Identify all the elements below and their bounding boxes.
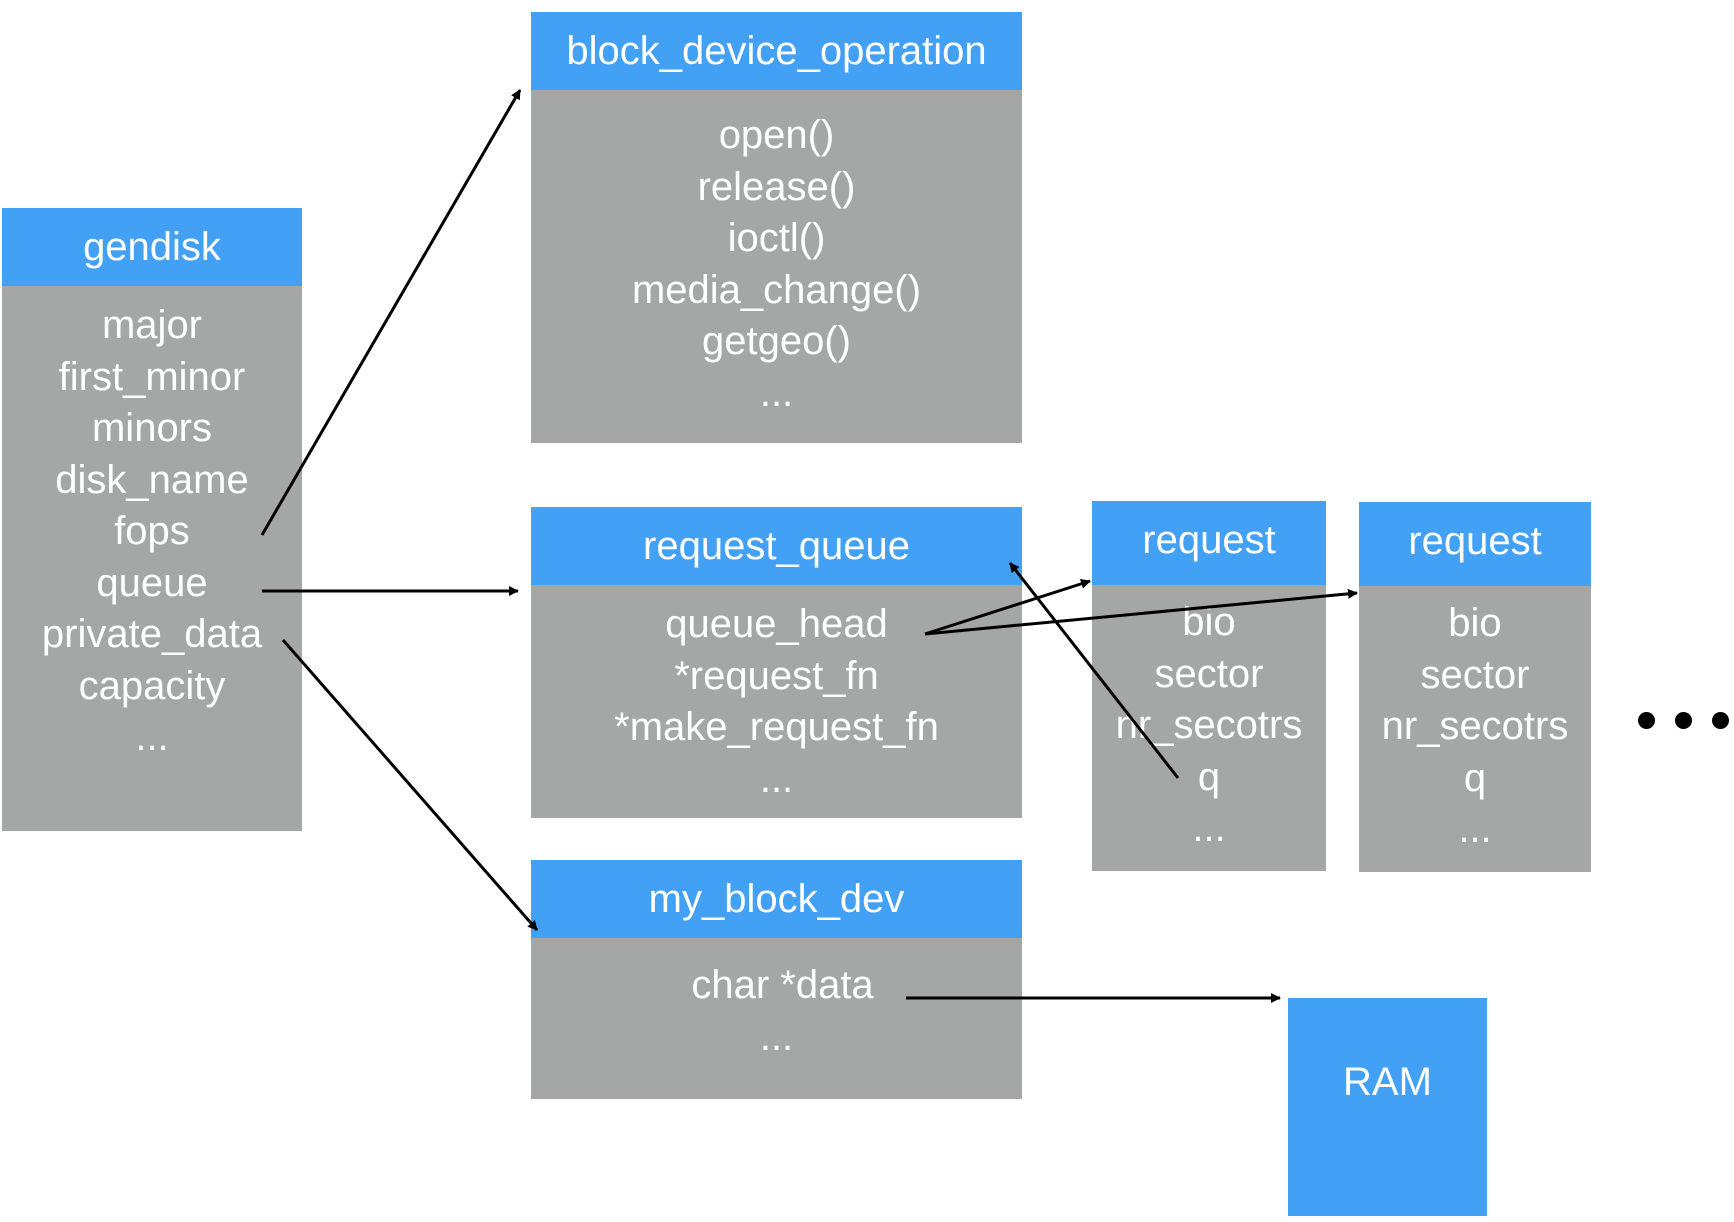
req1-field-nr-secotrs: nr_secotrs (1115, 703, 1303, 747)
request-2-fields: bio sector nr_secotrs q ... (1359, 586, 1591, 856)
gendisk-field-major: major (101, 303, 203, 347)
request-box-2: request bio sector nr_secotrs q ... (1359, 502, 1591, 872)
request-1-fields: bio sector nr_secotrs q ... (1092, 585, 1326, 855)
gendisk-field-disk-name: disk_name (55, 457, 249, 502)
arrow-private-data-to-my-block-dev (281, 639, 539, 931)
bdo-field-open: open() (718, 113, 835, 157)
bdo-field-ellipsis: ... (759, 370, 794, 415)
req2-field-bio: bio (1448, 601, 1502, 645)
bdo-field-release: release() (697, 164, 856, 209)
block-device-operation-box: block_device_operation open() release() … (531, 12, 1022, 443)
req1-field-bio: bio (1182, 600, 1236, 644)
ellipsis-dot-2 (1675, 712, 1692, 729)
rq-field-make-request-fn: *make_request_fn (614, 705, 939, 749)
req1-field-ellipsis: ... (1192, 806, 1226, 850)
req2-field-q: q (1463, 755, 1487, 800)
ellipsis-dot-3 (1712, 712, 1729, 729)
my-block-dev-title: my_block_dev (531, 860, 1022, 938)
ellipsis-dot-1 (1638, 712, 1655, 729)
gendisk-field-ellipsis: ... (135, 715, 169, 759)
ram-label: RAM (1343, 1060, 1432, 1104)
bdo-field-getgeo: getgeo() (702, 319, 851, 363)
gendisk-field-fops: fops (114, 509, 190, 553)
bdo-field-media-change: media_change() (631, 267, 922, 312)
request-queue-box: request_queue queue_head *request_fn *ma… (531, 507, 1022, 818)
gendisk-field-capacity: capacity (78, 663, 226, 708)
gendisk-field-minors: minors (91, 406, 213, 450)
request-2-title: request (1359, 502, 1591, 586)
gendisk-field-queue: queue (96, 560, 208, 605)
req1-field-sector: sector (1154, 651, 1264, 696)
request-box-1: request bio sector nr_secotrs q ... (1092, 501, 1326, 871)
rq-field-request-fn: *request_fn (674, 653, 879, 698)
rq-field-ellipsis: ... (759, 756, 794, 801)
gendisk-field-private-data: private_data (41, 612, 263, 656)
request-queue-title: request_queue (531, 507, 1022, 585)
gendisk-title: gendisk (2, 208, 302, 286)
gendisk-fields: major first_minor minors disk_name fops … (2, 286, 302, 764)
my-block-dev-fields: char *data ... (531, 938, 1022, 1063)
gendisk-box: gendisk major first_minor minors disk_na… (2, 208, 302, 831)
more-requests-ellipsis (1638, 712, 1729, 729)
my-block-dev-box: my_block_dev char *data ... (531, 860, 1022, 1099)
req2-field-sector: sector (1420, 652, 1530, 697)
rq-field-queue-head: queue_head (665, 602, 888, 646)
mbd-field-char-data: char *data (691, 963, 874, 1007)
req2-field-nr-secotrs: nr_secotrs (1381, 704, 1569, 748)
mbd-field-ellipsis: ... (759, 1014, 794, 1059)
block-device-operation-title: block_device_operation (531, 12, 1022, 90)
req1-field-q: q (1197, 754, 1221, 799)
ram-box: RAM (1288, 998, 1487, 1216)
block-device-operation-fields: open() release() ioctl() media_change() … (531, 90, 1022, 419)
request-1-title: request (1092, 501, 1326, 585)
req2-field-ellipsis: ... (1458, 807, 1492, 851)
request-queue-fields: queue_head *request_fn *make_request_fn … (531, 585, 1022, 805)
bdo-field-ioctl: ioctl() (727, 216, 826, 260)
gendisk-field-first-minor: first_minor (58, 354, 246, 399)
